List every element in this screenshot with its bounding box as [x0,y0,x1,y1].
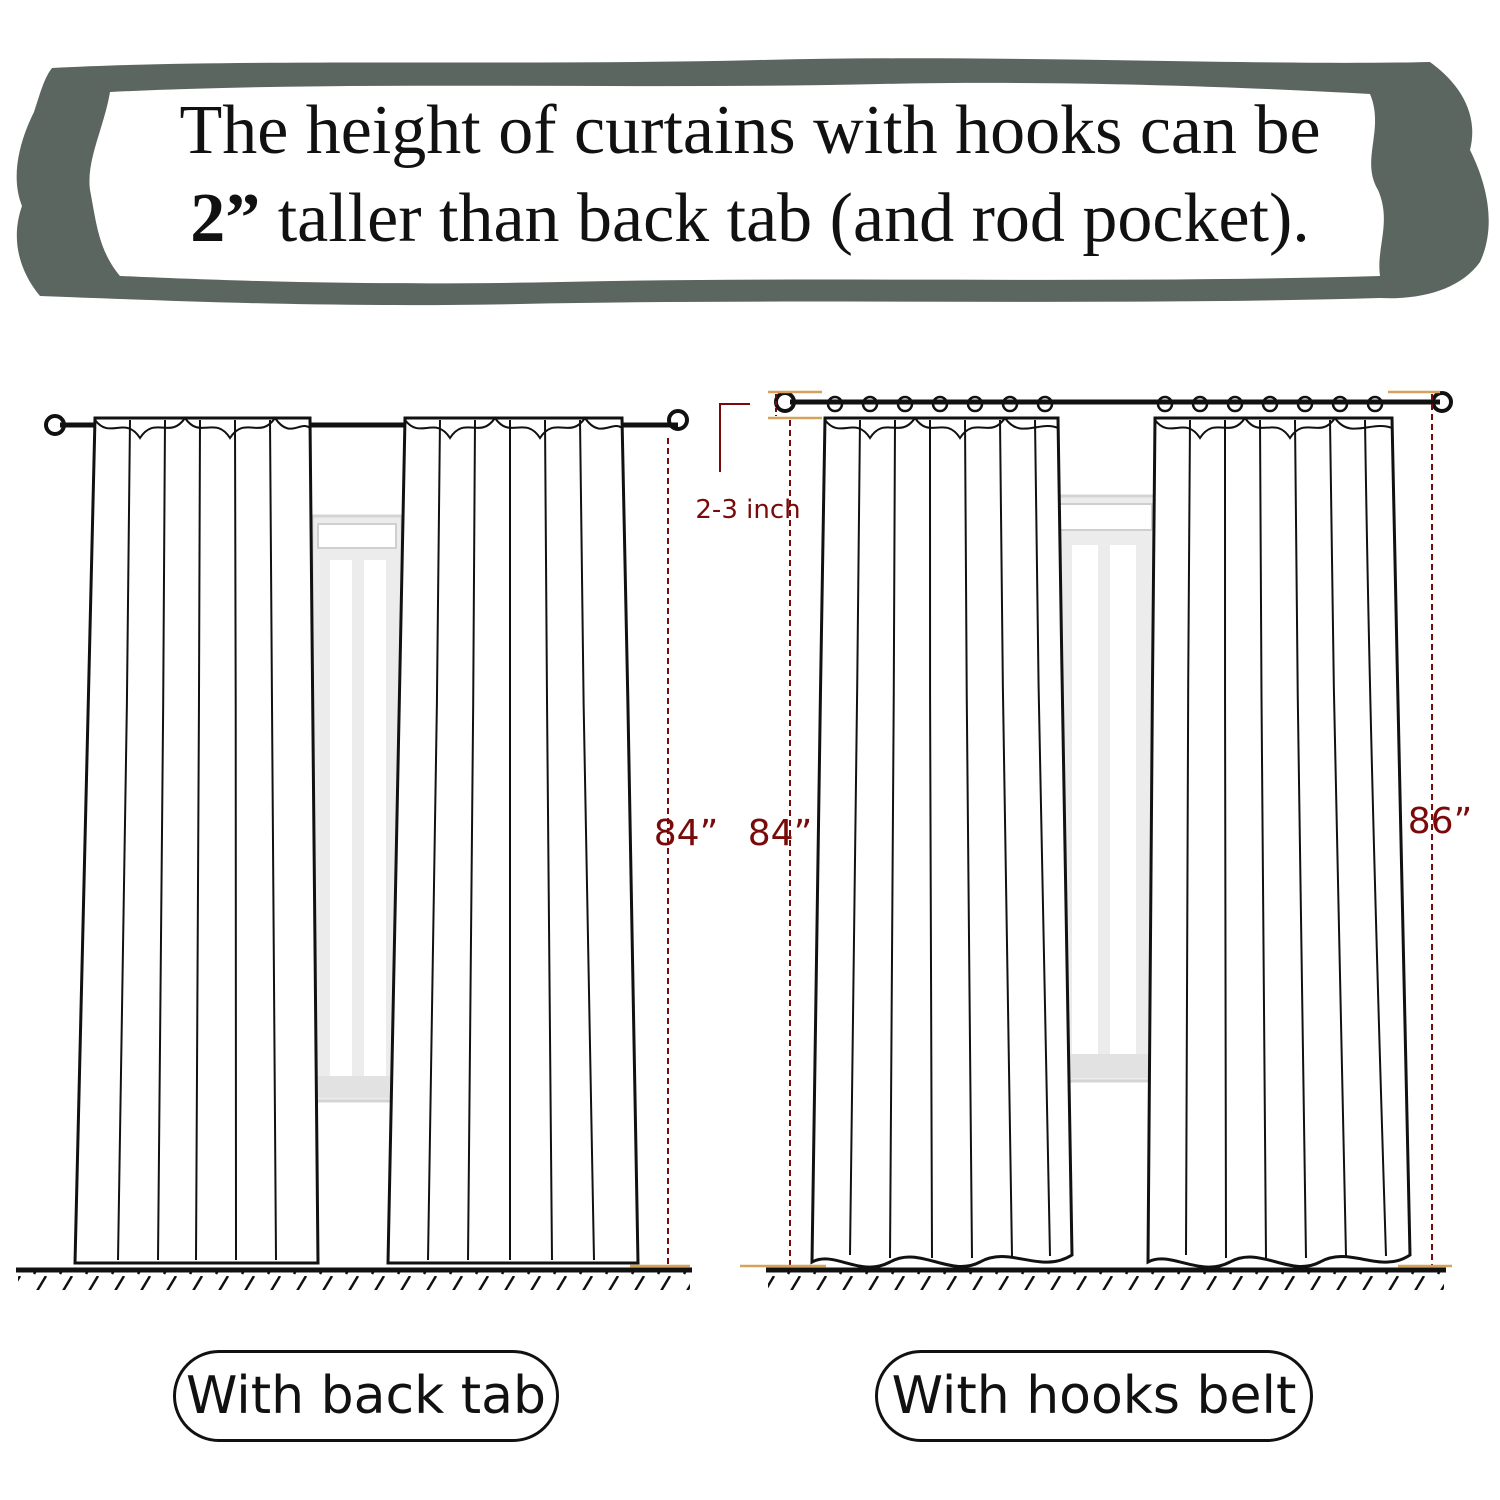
left-window [310,514,404,1103]
left-curtain-panel-1 [73,416,320,1265]
headline-line-1: The height of curtains with hooks can be [179,92,1321,169]
headline-line-2: 2” taller than back tab (and rod pocket)… [0,184,1500,254]
headline-banner [16,58,1489,306]
right-curtain-panel-2 [1146,416,1412,1269]
right-dimension-lines [719,390,1452,1268]
left-floor [16,1267,692,1290]
right-inner-height-label: 84” [748,813,812,854]
curtain-comparison-illustration: 84” [16,390,1472,1290]
caption-back-tab: With back tab [173,1350,559,1442]
left-height-label: 84” [654,813,718,854]
caption-hooks-belt: With hooks belt [875,1350,1313,1442]
right-outer-height-label: 86” [1408,801,1472,842]
right-curtain-panel-1 [810,416,1074,1269]
headline-line-2-rest: taller than back tab (and rod pocket). [260,180,1310,257]
gap-label: 2-3 inch [695,495,800,525]
hook-rings [826,395,1384,413]
left-curtain-panel-2 [386,416,640,1265]
left-dimension-line [630,438,690,1268]
headline-highlight: 2” [190,180,261,257]
banner-inner-panel [89,82,1384,284]
right-floor [766,1267,1446,1290]
